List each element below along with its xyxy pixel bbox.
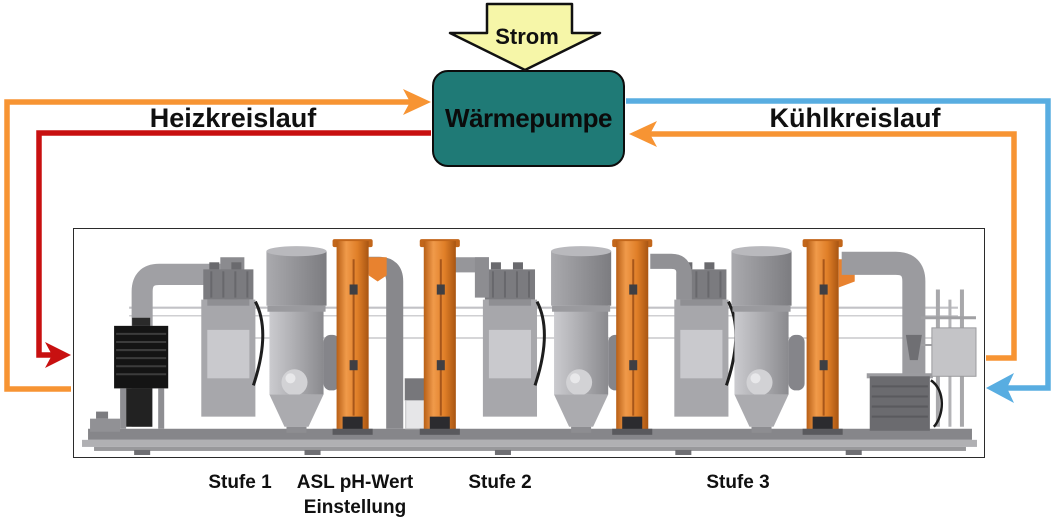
orange-column-3 (612, 239, 653, 435)
evaporator-stage-1 (266, 246, 340, 433)
stage3-label: Stufe 3 (706, 472, 770, 493)
heat-pump-box: Wärmepumpe (432, 70, 625, 167)
orange-column-2 (419, 239, 460, 435)
asl-label-line2: Einstellung (303, 497, 407, 518)
heating-circuit-label: Heizkreislauf (149, 103, 317, 133)
condenser-unit (866, 373, 933, 431)
cooling-supply-arrowhead (986, 373, 1014, 403)
feed-pump (90, 411, 121, 432)
crossover-pipe (650, 253, 692, 300)
plant-illustration (82, 239, 977, 455)
evaporator-stage-3 (731, 246, 805, 433)
stage1-label: Stufe 1 (208, 472, 272, 493)
outlet-pipe (841, 251, 926, 391)
compressor-unit-2 (482, 262, 546, 417)
skid-base (82, 428, 977, 455)
asl-label: ASL pH-Wert Einstellung (297, 470, 413, 520)
evaporator-stage-2 (551, 246, 625, 433)
plant-image-frame (73, 228, 985, 458)
crossover-pipe (474, 257, 489, 298)
orange-column-1 (332, 239, 387, 435)
heating-supply-arrowhead (403, 89, 431, 115)
cooling-circuit-label: Kühlkreislauf (769, 103, 941, 133)
heat-exchanger-black (114, 317, 169, 429)
compressor-unit-1 (201, 262, 265, 417)
interstage-pipe (368, 256, 404, 429)
asl-label-line1: ASL pH-Wert (296, 472, 414, 493)
heating-return-arrowhead (45, 342, 71, 368)
stage2-label: Stufe 2 (468, 472, 532, 493)
strom-label: Strom (495, 24, 559, 49)
heat-pump-label: Wärmepumpe (445, 103, 612, 133)
cooling-return-arrowhead (629, 121, 657, 147)
